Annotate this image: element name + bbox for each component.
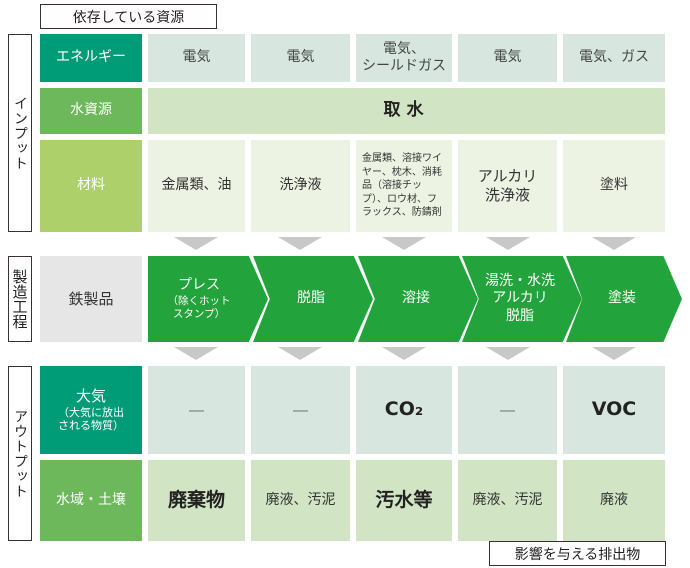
water-soil-header: 水域・土壌: [40, 460, 142, 541]
energy-cell-paint: 電気、ガス: [563, 34, 665, 82]
energy-header: エネルギー: [40, 34, 142, 82]
soil-cell-degrease: 廃液、汚泥: [251, 460, 350, 541]
section-manufacturing-label: 製造工程: [8, 256, 32, 342]
down-arrow-icon: [486, 237, 530, 250]
air-header: 大気 （大気に放出 される物質）: [40, 366, 142, 454]
process-step-painting: 塗装: [566, 256, 682, 342]
energy-cell-degrease: 電気: [251, 34, 350, 82]
process-step-press: プレス （除くホット スタンプ）: [148, 256, 268, 342]
energy-cell-press: 電気: [148, 34, 245, 82]
down-arrow-icon: [486, 347, 530, 360]
down-arrow-icon: [382, 237, 426, 250]
process-step-sub: （除くホット スタンプ）: [167, 294, 231, 320]
process-step-welding: 溶接: [358, 256, 478, 342]
down-arrow-icon: [592, 237, 636, 250]
soil-cell-press: 廃棄物: [148, 460, 245, 541]
down-arrow-icon: [174, 347, 218, 360]
process-step-label: 脱脂: [297, 290, 325, 307]
soil-cell-welding: 汚水等: [356, 460, 452, 541]
materials-cell-wash: アルカリ 洗浄液: [458, 140, 557, 232]
air-cell-paint: VOC: [563, 366, 665, 454]
water-intake-cell: 取水: [148, 88, 665, 134]
air-cell-press: ―: [148, 366, 245, 454]
process-step-degrease: 脱脂: [253, 256, 373, 342]
air-cell-welding: CO₂: [356, 366, 452, 454]
steel-products-header: 鉄製品: [40, 256, 142, 342]
section-input-label: インプット: [8, 34, 32, 232]
dependent-resources-label: 依存している資源: [40, 4, 217, 29]
process-step-label: 湯洗・水洗 アルカリ 脱脂: [485, 272, 555, 324]
down-arrow-icon: [278, 347, 322, 360]
energy-cell-welding: 電気、 シールドガス: [356, 34, 452, 82]
materials-header: 材料: [40, 140, 142, 232]
down-arrow-icon: [278, 237, 322, 250]
materials-cell-welding: 金属類、溶接ワイヤー、枕木、消耗品（溶接チップ）、ロウ材、フラックス、防錆剤: [356, 140, 452, 232]
air-cell-wash: ―: [458, 366, 557, 454]
down-arrow-icon: [592, 347, 636, 360]
energy-cell-wash: 電気: [458, 34, 557, 82]
soil-cell-paint: 廃液: [563, 460, 665, 541]
section-output-label: アウトプット: [8, 366, 32, 541]
affecting-emissions-label: 影響を与える排出物: [489, 541, 666, 566]
materials-cell-paint: 塗料: [563, 140, 665, 232]
down-arrow-icon: [382, 347, 426, 360]
process-step-label: 塗装: [608, 290, 636, 307]
air-header-sub: （大気に放出 される物質）: [58, 405, 124, 433]
down-arrow-icon: [174, 237, 218, 250]
materials-cell-degrease: 洗浄液: [251, 140, 350, 232]
process-step-label: プレス: [178, 277, 220, 294]
water-resource-header: 水資源: [40, 88, 142, 134]
process-step-label: 溶接: [402, 290, 430, 307]
air-header-title: 大気: [75, 386, 106, 405]
air-cell-degrease: ―: [251, 366, 350, 454]
process-step-wash-degrease: 湯洗・水洗 アルカリ 脱脂: [462, 256, 582, 342]
materials-cell-press: 金属類、油: [148, 140, 245, 232]
soil-cell-wash: 廃液、汚泥: [458, 460, 557, 541]
